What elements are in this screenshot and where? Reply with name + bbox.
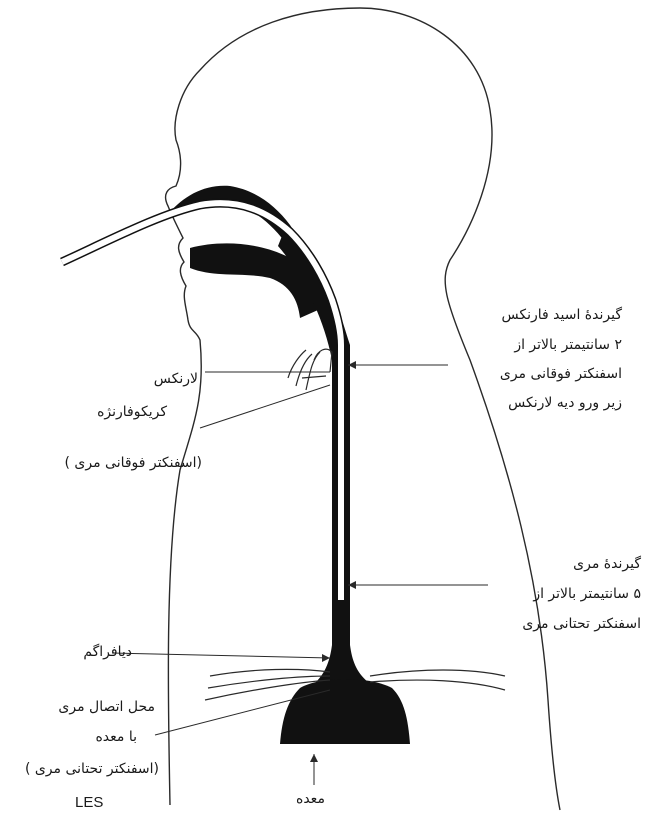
pharyngeal-sensor-line-4: زیر ورو دیه لارنکس xyxy=(508,396,622,410)
pharyngeal-sensor-line-3: اسفنکتر فوقانی مری xyxy=(500,367,622,381)
leader-cricopharyngeus xyxy=(200,385,330,428)
stomach-label: معده xyxy=(296,792,325,806)
esophageal-sensor-line-1: گیرندهٔ مری xyxy=(573,557,641,571)
ues-label: (اسفنکتر فوقانی مری ) xyxy=(64,456,202,470)
diaphragm-label: دیافراگم xyxy=(83,645,132,659)
pharyngeal-sensor-line-1: گیرندهٔ اسید فارنکس xyxy=(502,308,622,322)
les-label: LES xyxy=(75,795,103,810)
larynx-structure xyxy=(288,349,332,390)
pharyngeal-sensor-line-2: ۲ سانتیمتر بالاتر از xyxy=(514,338,622,352)
esophageal-sensor-label: گیرندهٔ مری ۵ سانتیمتر بالاتر از اسفنکتر… xyxy=(471,557,641,642)
gej-line-3: (اسفنکتر تحتانی مری ) xyxy=(25,762,159,776)
larynx-label: لارنکس xyxy=(154,372,198,386)
gej-line-2: با معده xyxy=(95,730,137,744)
cricopharyngeus-label: کریکوفارنژه xyxy=(97,405,167,419)
stomach-shape xyxy=(280,679,410,744)
arrow-stomach xyxy=(310,754,318,762)
nasal-cavity xyxy=(168,186,300,242)
pharyngeal-sensor-label: گیرندهٔ اسید فارنکس ۲ سانتیمتر بالاتر از… xyxy=(422,308,622,428)
leader-diaphragm xyxy=(112,653,330,658)
esophageal-sensor-line-2: ۵ سانتیمتر بالاتر از xyxy=(533,587,641,601)
gej-line-1: محل اتصال مری xyxy=(58,700,155,714)
gej-label: محل اتصال مری با معده (اسفنکتر تحتانی مر… xyxy=(5,700,155,795)
esophageal-sensor-line-3: اسفنکتر تحتانی مری xyxy=(522,617,641,631)
